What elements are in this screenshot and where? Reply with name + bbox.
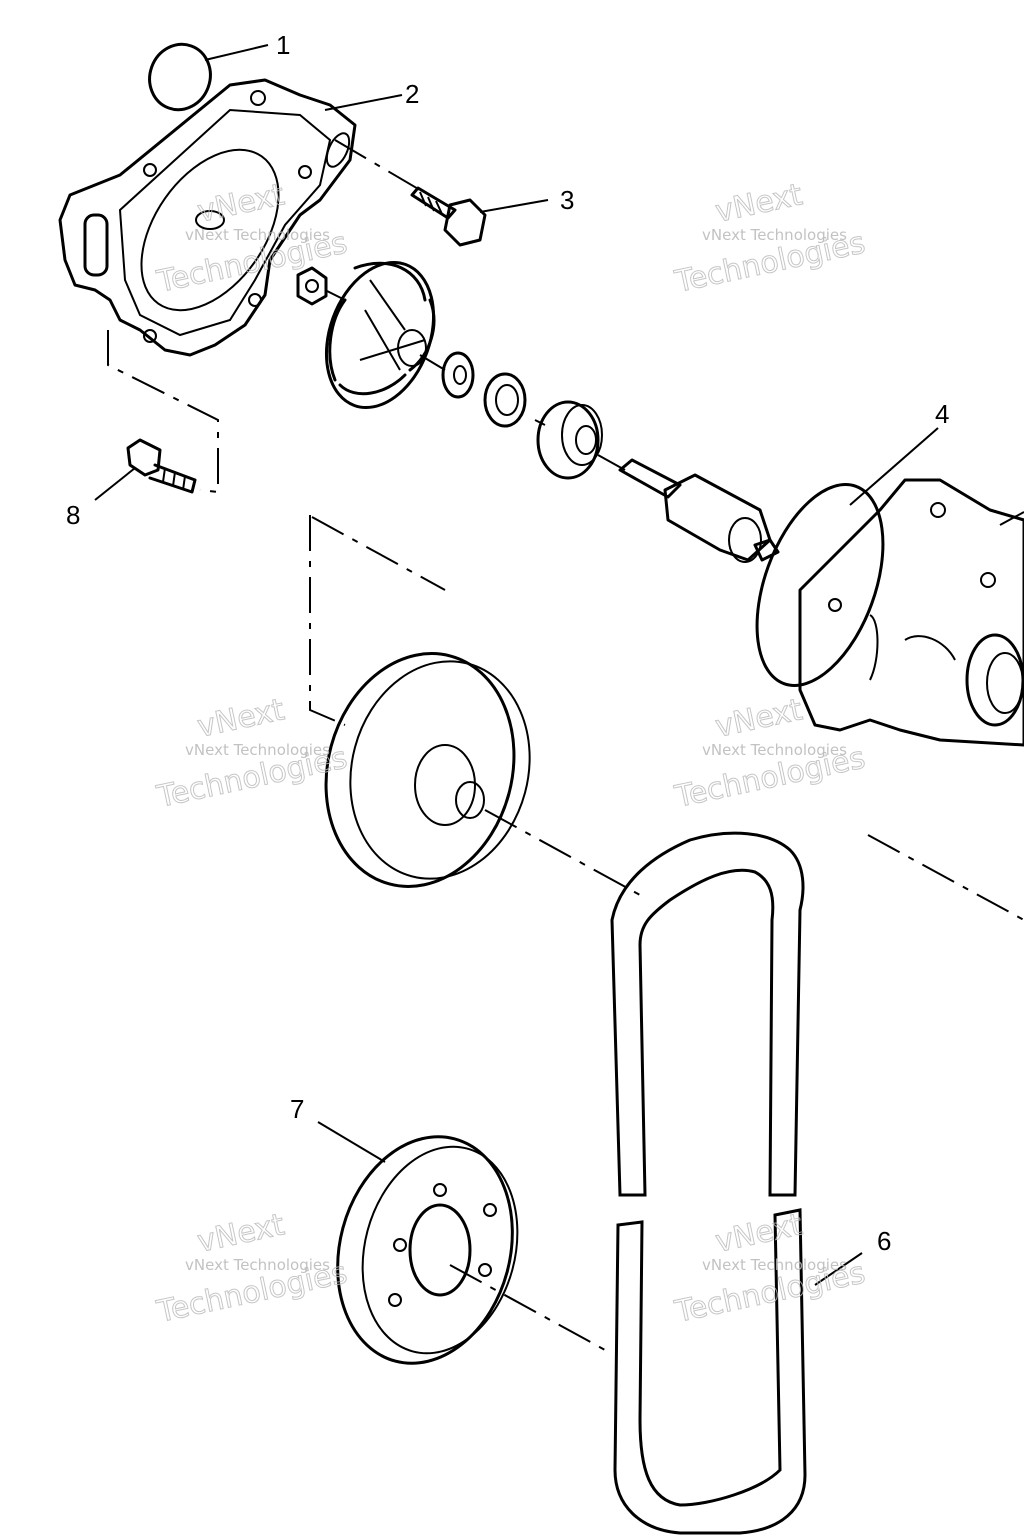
- pump-shaft: [618, 458, 780, 563]
- watermark-mid-left: vNext Technologies vNext Technologies: [153, 692, 351, 816]
- watermark-text: vNext: [712, 692, 805, 745]
- pump-housing-part-4: [755, 478, 1024, 747]
- watermark-mid-right: vNext Technologies vNext Technologies: [671, 692, 869, 816]
- callout-4: 4: [935, 399, 949, 429]
- watermark-bottom-left: vNext Technologies vNext Technologies: [153, 1207, 351, 1331]
- callout-labels: 1 2 3 4 6 7 8: [66, 30, 949, 1256]
- callout-6: 6: [877, 1226, 891, 1256]
- watermark-text: vNext Technologies: [185, 741, 330, 759]
- callout-2: 2: [405, 79, 419, 109]
- mechanical-seal: [483, 372, 527, 428]
- watermark-text: vNext Technologies: [702, 741, 847, 759]
- callout-1: 1: [276, 30, 290, 60]
- impeller-nut: [296, 266, 328, 306]
- crank-pulley-part-7: [336, 1135, 519, 1365]
- watermark-text: vNext Technologies: [702, 226, 847, 244]
- watermark-top-left: vNext Technologies vNext Technologies: [153, 177, 351, 301]
- callout-3: 3: [560, 185, 574, 215]
- bolt-part-8: [126, 438, 197, 494]
- impeller: [324, 260, 436, 410]
- o-ring-part-1: [148, 42, 212, 112]
- watermark-top-right: vNext Technologies vNext Technologies: [671, 177, 869, 301]
- drive-pulley: [324, 652, 531, 888]
- watermark-bottom-right: vNext Technologies vNext Technologies: [671, 1207, 869, 1331]
- pump-cover-part-2: [58, 78, 357, 357]
- watermark-text: vNext Technologies: [185, 1256, 330, 1274]
- watermark-text: vNext Technologies: [185, 226, 330, 244]
- drive-belt-part-6: [610, 831, 807, 1535]
- callout-7: 7: [290, 1094, 304, 1124]
- assembly-lines: [107, 139, 1024, 1351]
- watermark-text: vNext: [712, 177, 805, 230]
- watermark-text: vNext: [194, 1207, 287, 1260]
- seal-washer: [441, 351, 475, 399]
- leader-lines: [94, 44, 1024, 1286]
- callout-8: 8: [66, 500, 80, 530]
- bolt-part-3: [410, 186, 487, 247]
- watermark-text: vNext: [194, 692, 287, 745]
- watermark-text: vNext Technologies: [702, 1256, 847, 1274]
- bearing-cup: [536, 400, 603, 480]
